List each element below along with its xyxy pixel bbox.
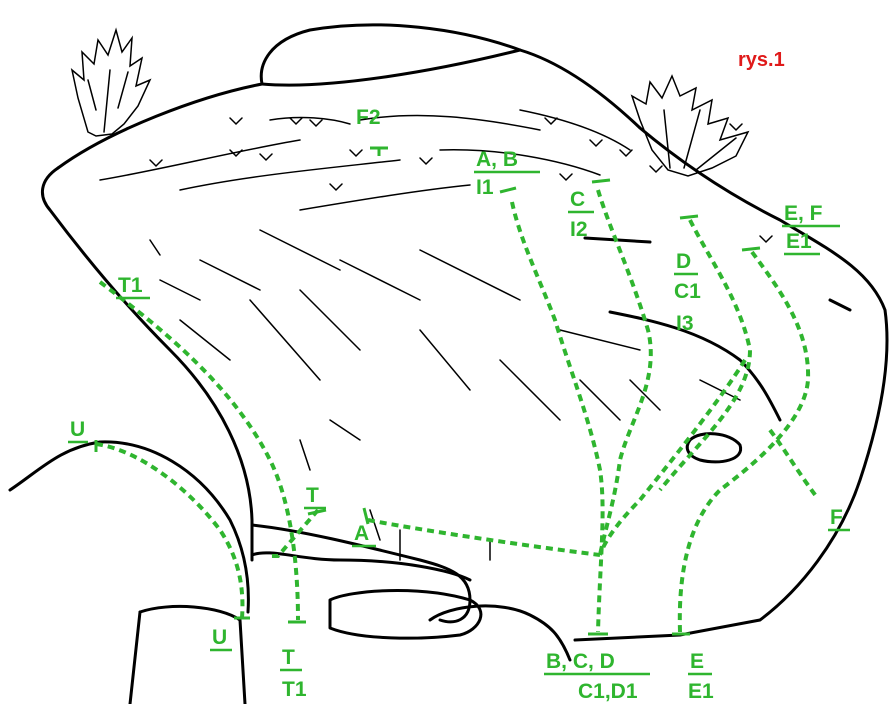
label-u-top: U bbox=[70, 418, 85, 441]
left-shrub bbox=[72, 30, 150, 136]
route-i2 bbox=[598, 190, 651, 555]
label-e1-bottom: E1 bbox=[688, 680, 714, 703]
label-i1: I1 bbox=[476, 176, 494, 199]
label-ef: E, F bbox=[784, 202, 823, 225]
route-ef bbox=[680, 252, 808, 632]
label-d: D bbox=[676, 250, 691, 273]
label-bcd: B, C, D bbox=[546, 650, 615, 673]
label-t-mid: T bbox=[306, 484, 319, 507]
label-e-bottom: E bbox=[690, 650, 704, 673]
rock-texture bbox=[100, 110, 772, 560]
label-e1-top: E1 bbox=[786, 230, 812, 253]
label-t1-left: T1 bbox=[118, 274, 143, 297]
label-c1: C1 bbox=[674, 280, 701, 303]
label-c: C bbox=[570, 188, 585, 211]
label-t-bottom: T bbox=[282, 646, 295, 669]
label-c1d1: C1,D1 bbox=[578, 680, 638, 703]
label-a: A bbox=[354, 522, 369, 545]
label-f2: F2 bbox=[356, 106, 381, 129]
climbing-routes bbox=[96, 190, 816, 632]
label-f: F bbox=[830, 506, 843, 529]
figure-label: rys.1 bbox=[738, 49, 785, 71]
route-u bbox=[96, 444, 242, 618]
label-u-bottom: U bbox=[212, 626, 227, 649]
label-ab: A, B bbox=[476, 148, 518, 171]
route-t1 bbox=[100, 282, 298, 620]
label-i2: I2 bbox=[570, 218, 588, 241]
label-t1-bottom: T1 bbox=[282, 678, 307, 701]
right-shrub bbox=[632, 76, 748, 176]
route-f bbox=[770, 430, 816, 496]
route-c1 bbox=[660, 220, 750, 490]
route-a bbox=[368, 520, 600, 555]
label-i3: I3 bbox=[676, 312, 694, 335]
